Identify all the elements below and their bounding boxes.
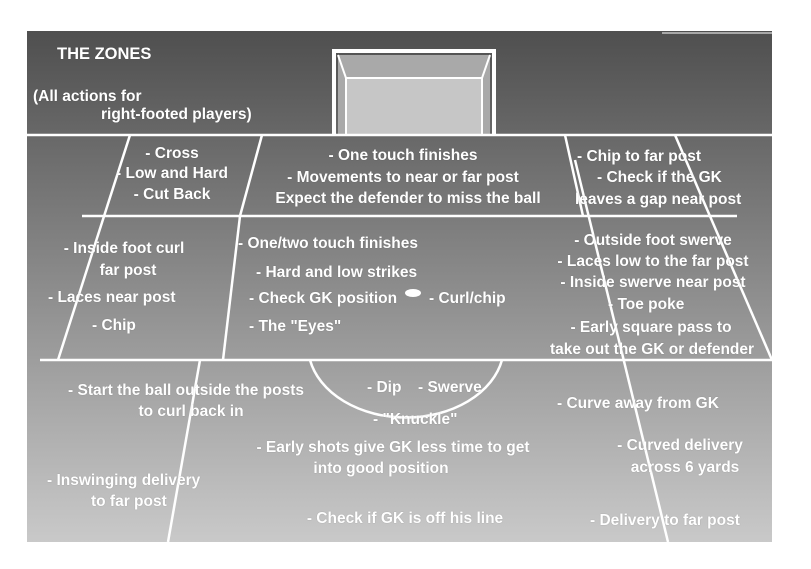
zone-outside-left-line-2: to curl back in xyxy=(138,403,244,420)
zone-right-mid-line-5: - Early square pass to xyxy=(570,319,732,336)
zone-six-yard-line-2: - Movements to near or far post xyxy=(287,169,519,186)
goal-net-inner xyxy=(346,78,482,134)
zone-arc-line-2: - Swerve xyxy=(418,379,482,396)
zone-center-box-line-1: - One/two touch finishes xyxy=(238,235,418,252)
zone-outside-right-line-2: - Curved delivery xyxy=(617,437,743,454)
goal xyxy=(332,49,496,135)
zone-outside-right-line-1: - Curve away from GK xyxy=(557,395,719,412)
right-diagonal xyxy=(573,159,670,543)
zone-right-wide-top-line-2: - Check if the GK xyxy=(597,169,722,186)
subtitle-line-2: right-footed players) xyxy=(101,106,252,123)
zone-arc-line-3: - "Knuckle" xyxy=(373,411,458,428)
pitch-lines xyxy=(27,133,774,543)
zone-arc-line-1: - Dip xyxy=(367,379,402,396)
zone-outside-center-line-3: - Check if GK is off his line xyxy=(306,510,504,527)
zone-left-mid-line-2: far post xyxy=(99,262,157,279)
zone-center-box-line-2: - Hard and low strikes xyxy=(256,264,418,281)
six-yard-right-edge xyxy=(563,134,585,217)
zone-center-box-line-5: - The "Eyes" xyxy=(249,318,342,335)
zone-left-mid-line-3: - Laces near post xyxy=(48,289,176,306)
zone-outside-left-line-4: to far post xyxy=(91,493,167,510)
zone-left-wide-top-line-3: - Cut Back xyxy=(133,186,211,203)
subtitle-line-1: (All actions for xyxy=(33,88,142,105)
goal-frame xyxy=(332,49,496,135)
zone-right-mid-line-2: - Laces low to the far post xyxy=(557,253,749,270)
zone-six-yard-line-1: - One touch finishes xyxy=(328,147,478,164)
zone-right-mid-line-6: take out the GK or defender xyxy=(549,341,755,358)
zone-outside-right-line-4: - Delivery to far post xyxy=(590,512,740,529)
zone-outside-center-line-1: - Early shots give GK less time to get xyxy=(256,439,530,456)
zone-right-mid-line-1: - Outside foot swerve xyxy=(574,232,732,249)
penalty-spot xyxy=(405,289,421,297)
zone-left-wide-top-line-1: - Cross xyxy=(145,145,199,162)
zone-six-yard-line-3: Expect the defender to miss the ball xyxy=(275,190,541,207)
zone-right-mid-line-4: - Toe poke xyxy=(608,296,685,313)
zone-left-wide-top-line-2: - Low and Hard xyxy=(116,165,228,182)
diagram-title: THE ZONES xyxy=(57,45,152,63)
zone-left-mid-line-4: - Chip xyxy=(92,317,136,334)
zone-center-box-line-4: - Curl/chip xyxy=(429,290,506,307)
box-left-edge xyxy=(56,134,132,361)
zone-outside-left-line-1: - Start the ball outside the posts xyxy=(68,382,304,399)
box-right-edge xyxy=(673,134,774,361)
zone-right-wide-top-line-3: leaves a gap near post xyxy=(575,191,742,208)
zone-right-wide-top-line-1: - Chip to far post xyxy=(577,148,701,165)
center-left-divider xyxy=(221,215,242,361)
zone-center-box-line-3: - Check GK position xyxy=(249,290,398,307)
outside-left-divider xyxy=(166,359,202,543)
zone-left-mid-line-1: - Inside foot curl xyxy=(63,240,185,257)
zone-right-mid-line-3: - Inside swerve near post xyxy=(560,274,746,291)
zone-outside-right-line-3: across 6 yards xyxy=(630,459,740,476)
zone-outside-center-line-2: into good position xyxy=(313,460,449,477)
zone-outside-left-line-3: - Inswinging delivery xyxy=(47,472,201,489)
six-yard-left-edge xyxy=(238,134,264,217)
penalty-arc xyxy=(308,359,504,419)
